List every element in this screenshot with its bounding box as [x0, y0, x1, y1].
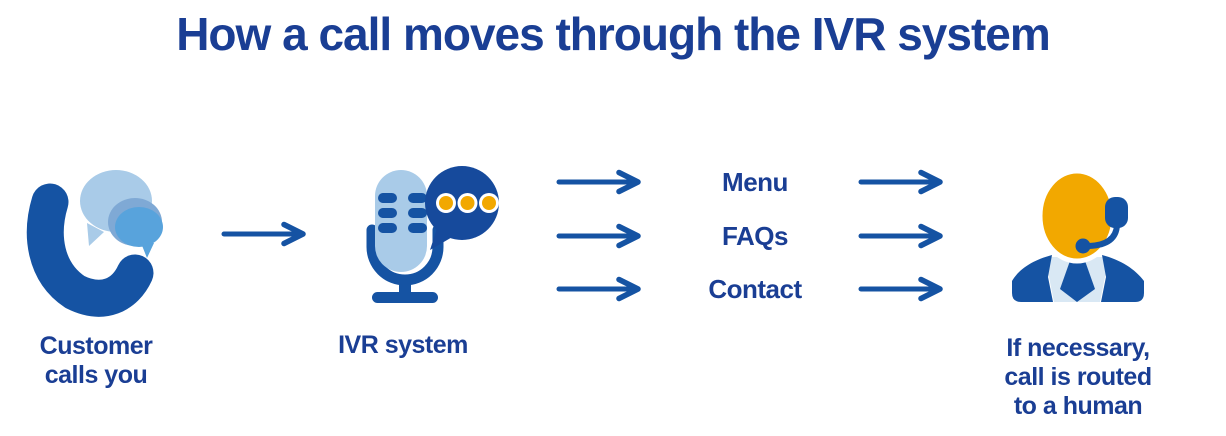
arrow-right-icon [556, 223, 641, 249]
diagram-title: How a call moves through the IVR system [176, 8, 1051, 60]
agent-label: If necessary, call is routed to a human [1004, 334, 1152, 420]
agent-headset-icon [1012, 168, 1144, 302]
option-menu: Menu [722, 167, 788, 197]
ivr-label: IVR system [338, 331, 468, 359]
arrow-right-icon [556, 276, 641, 302]
arrow-right-icon [858, 276, 943, 302]
microphone-speech-icon [366, 166, 499, 303]
option-contact: Contact [708, 274, 802, 304]
arrow-right-icon [556, 169, 641, 195]
arrow-right-icon [858, 169, 943, 195]
option-faqs: FAQs [722, 221, 788, 251]
arrow-right-icon [858, 223, 943, 249]
phone-chat-icon [26, 170, 163, 317]
customer-label: Customer calls you [39, 332, 153, 389]
arrow-right-icon [221, 221, 306, 247]
